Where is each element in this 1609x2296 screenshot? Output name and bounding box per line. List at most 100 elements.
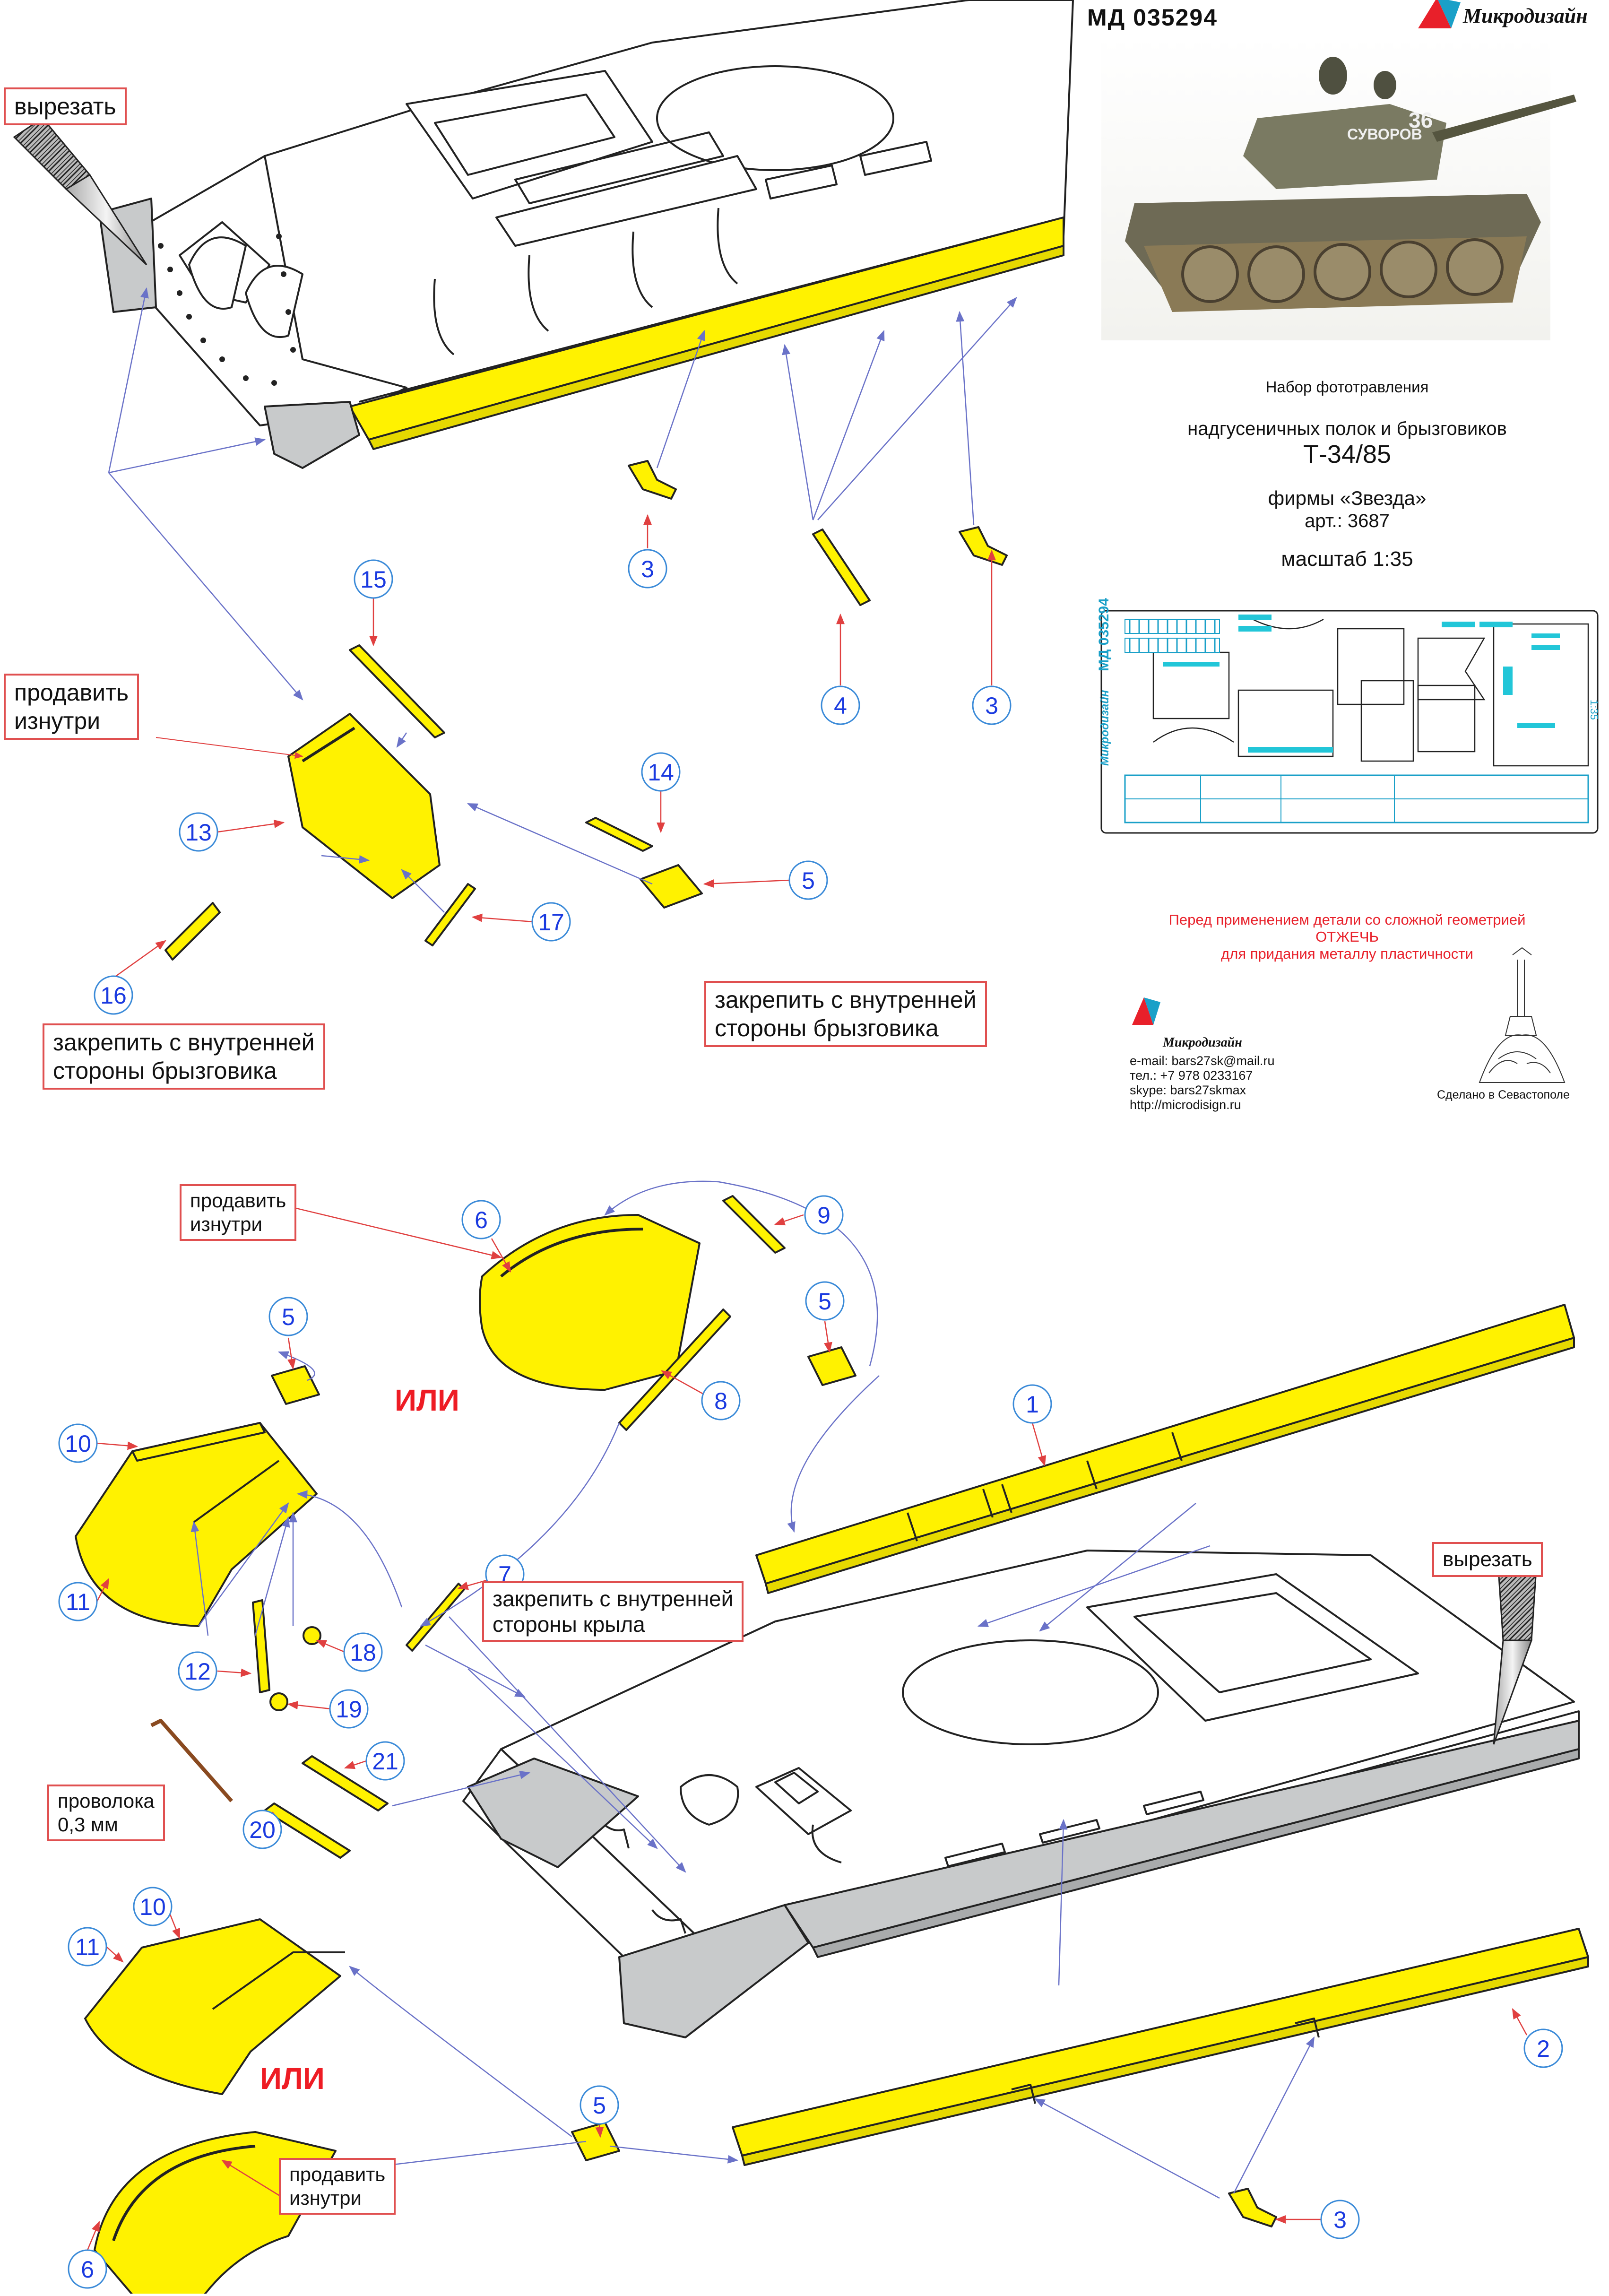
handrail-2 (528, 255, 549, 332)
arrows-bottom (190, 1180, 1315, 2199)
part-10-11-top (131, 1422, 266, 1462)
tank-cupola (1319, 57, 1347, 95)
grab-handle-b3 (651, 1909, 686, 1934)
part-20 (264, 1802, 351, 1859)
callout-number: 9 (817, 1202, 830, 1229)
callout-number: 19 (336, 1696, 362, 1723)
label-fix-wing: закрепить с внутренней стороны крыла (482, 1581, 744, 1642)
callout-c10a: 10 (58, 1423, 98, 1463)
callout-circle (268, 1297, 308, 1336)
callout-circle (354, 559, 393, 599)
callout-circle (68, 1927, 107, 1967)
warning-line3: для придания металлу пластичности (1221, 945, 1473, 962)
header-logo-icon (1418, 0, 1461, 28)
product-scale: масштаб 1:35 (1281, 547, 1413, 571)
callout-number: 6 (81, 2256, 94, 2283)
fret-scale: 1:35 (1588, 700, 1600, 720)
callout-circle (58, 1582, 98, 1621)
callout-number: 13 (185, 819, 212, 846)
callout-number: 4 (834, 693, 847, 719)
callout-number: 16 (100, 982, 127, 1009)
bottom-grey-parts (467, 1720, 1580, 2038)
engine-hatch-inner (434, 94, 615, 176)
callout-number: 2 (1537, 2036, 1550, 2062)
callout-c16: 16 (94, 975, 133, 1015)
part-13-slot (302, 727, 355, 762)
part-19 (269, 1692, 288, 1711)
callout-circle (178, 1651, 217, 1691)
callout-c4: 4 (821, 685, 860, 725)
callout-circle (805, 1281, 845, 1321)
rear-mudguard-grey (618, 1904, 809, 2038)
photo-turret-number: 36 (1409, 108, 1433, 132)
contact-phone: тел.: +7 978 0233167 (1130, 1068, 1253, 1083)
handrail-4 (717, 208, 738, 285)
product-model: Т-34/85 (1303, 440, 1392, 468)
label-wire: проволока 0,3 мм (47, 1785, 165, 1841)
label-fix-mudguard-left: закрепить с внутренней стороны брызговик… (43, 1023, 325, 1090)
front-mudguard-grey (467, 1758, 639, 1868)
label-cut-top: вырезать (4, 87, 127, 125)
callout-circle (1523, 2028, 1563, 2068)
top-fender-assembly (98, 198, 1064, 961)
callout-circle (1012, 1384, 1052, 1424)
top-hull-drawing (141, 0, 1074, 426)
product-line2: надгусеничных полок и брызговиков (1187, 418, 1507, 439)
contact-block: Микродизайн e-mail: bars27sk@mail.ru тел… (1130, 1035, 1275, 1112)
contact-logo-icon (1132, 997, 1160, 1025)
fret-code: МД 035294 (1096, 598, 1112, 671)
part-3-top-b (959, 526, 1008, 566)
callout-number: 5 (802, 867, 815, 894)
brand-name: Микродизайн (1463, 4, 1588, 27)
pointers-top (115, 514, 996, 977)
mudguard-rear-grey (264, 401, 360, 469)
callout-circle (242, 1810, 282, 1849)
callout-number: 12 (184, 1658, 211, 1685)
callout-c15: 15 (354, 559, 393, 599)
bottom-yellow-parts (75, 1195, 1589, 2296)
callout-circle (365, 1741, 405, 1781)
callout-number: 15 (360, 566, 387, 593)
label-fix-mudguard-right: закрепить с внутренней стороны брызговик… (704, 981, 987, 1047)
side-box-2 (859, 141, 932, 176)
callout-number: 5 (593, 2092, 606, 2119)
callout-number: 17 (538, 909, 564, 936)
part-4-top (812, 529, 871, 606)
callout-circle (804, 1195, 844, 1235)
part-13 (287, 713, 441, 899)
fret-comb-teeth (1129, 619, 1216, 652)
callout-circle (133, 1887, 173, 1926)
callout-c17: 17 (531, 902, 571, 942)
contact-email: e-mail: bars27sk@mail.ru (1130, 1054, 1275, 1068)
callout-c5c: 5 (805, 1281, 845, 1321)
part-2 (732, 1928, 1589, 2157)
callout-number: 20 (249, 1817, 276, 1843)
callout-number: 8 (714, 1388, 727, 1414)
product-line3: фирмы «Звезда» (1268, 487, 1427, 509)
tank-photo: СУВОРОВ 36 (1101, 38, 1576, 340)
callout-circle (94, 975, 133, 1015)
callout-circle (531, 902, 571, 942)
callout-circle (580, 2085, 619, 2125)
fender-strip-top-lip (368, 245, 1064, 450)
callout-circle (628, 549, 667, 589)
label-press-inside-mid: продавить изнутри (180, 1184, 297, 1241)
label-cut-bottom: вырезать (1432, 1542, 1543, 1577)
callout-c3c: 3 (1320, 2200, 1360, 2239)
callout-number: 21 (372, 1748, 398, 1775)
callout-circle (58, 1423, 98, 1463)
callout-number: 11 (66, 1589, 90, 1615)
product-line1: Набор фототравления (1265, 378, 1429, 396)
made-in-label: Сделано в Севастополе (1437, 1088, 1570, 1101)
part-21 (302, 1755, 389, 1811)
warning-line1: Перед применением детали со сложной геом… (1168, 911, 1526, 928)
callout-number: 10 (65, 1430, 91, 1457)
louvre (495, 155, 757, 247)
callout-number: 18 (350, 1639, 376, 1666)
fret-brand: Микродизайн (1099, 690, 1111, 766)
callout-c20: 20 (242, 1810, 282, 1849)
label-press-inside-top: продавить изнутри (4, 674, 139, 740)
hatch-b2 (774, 1772, 819, 1804)
